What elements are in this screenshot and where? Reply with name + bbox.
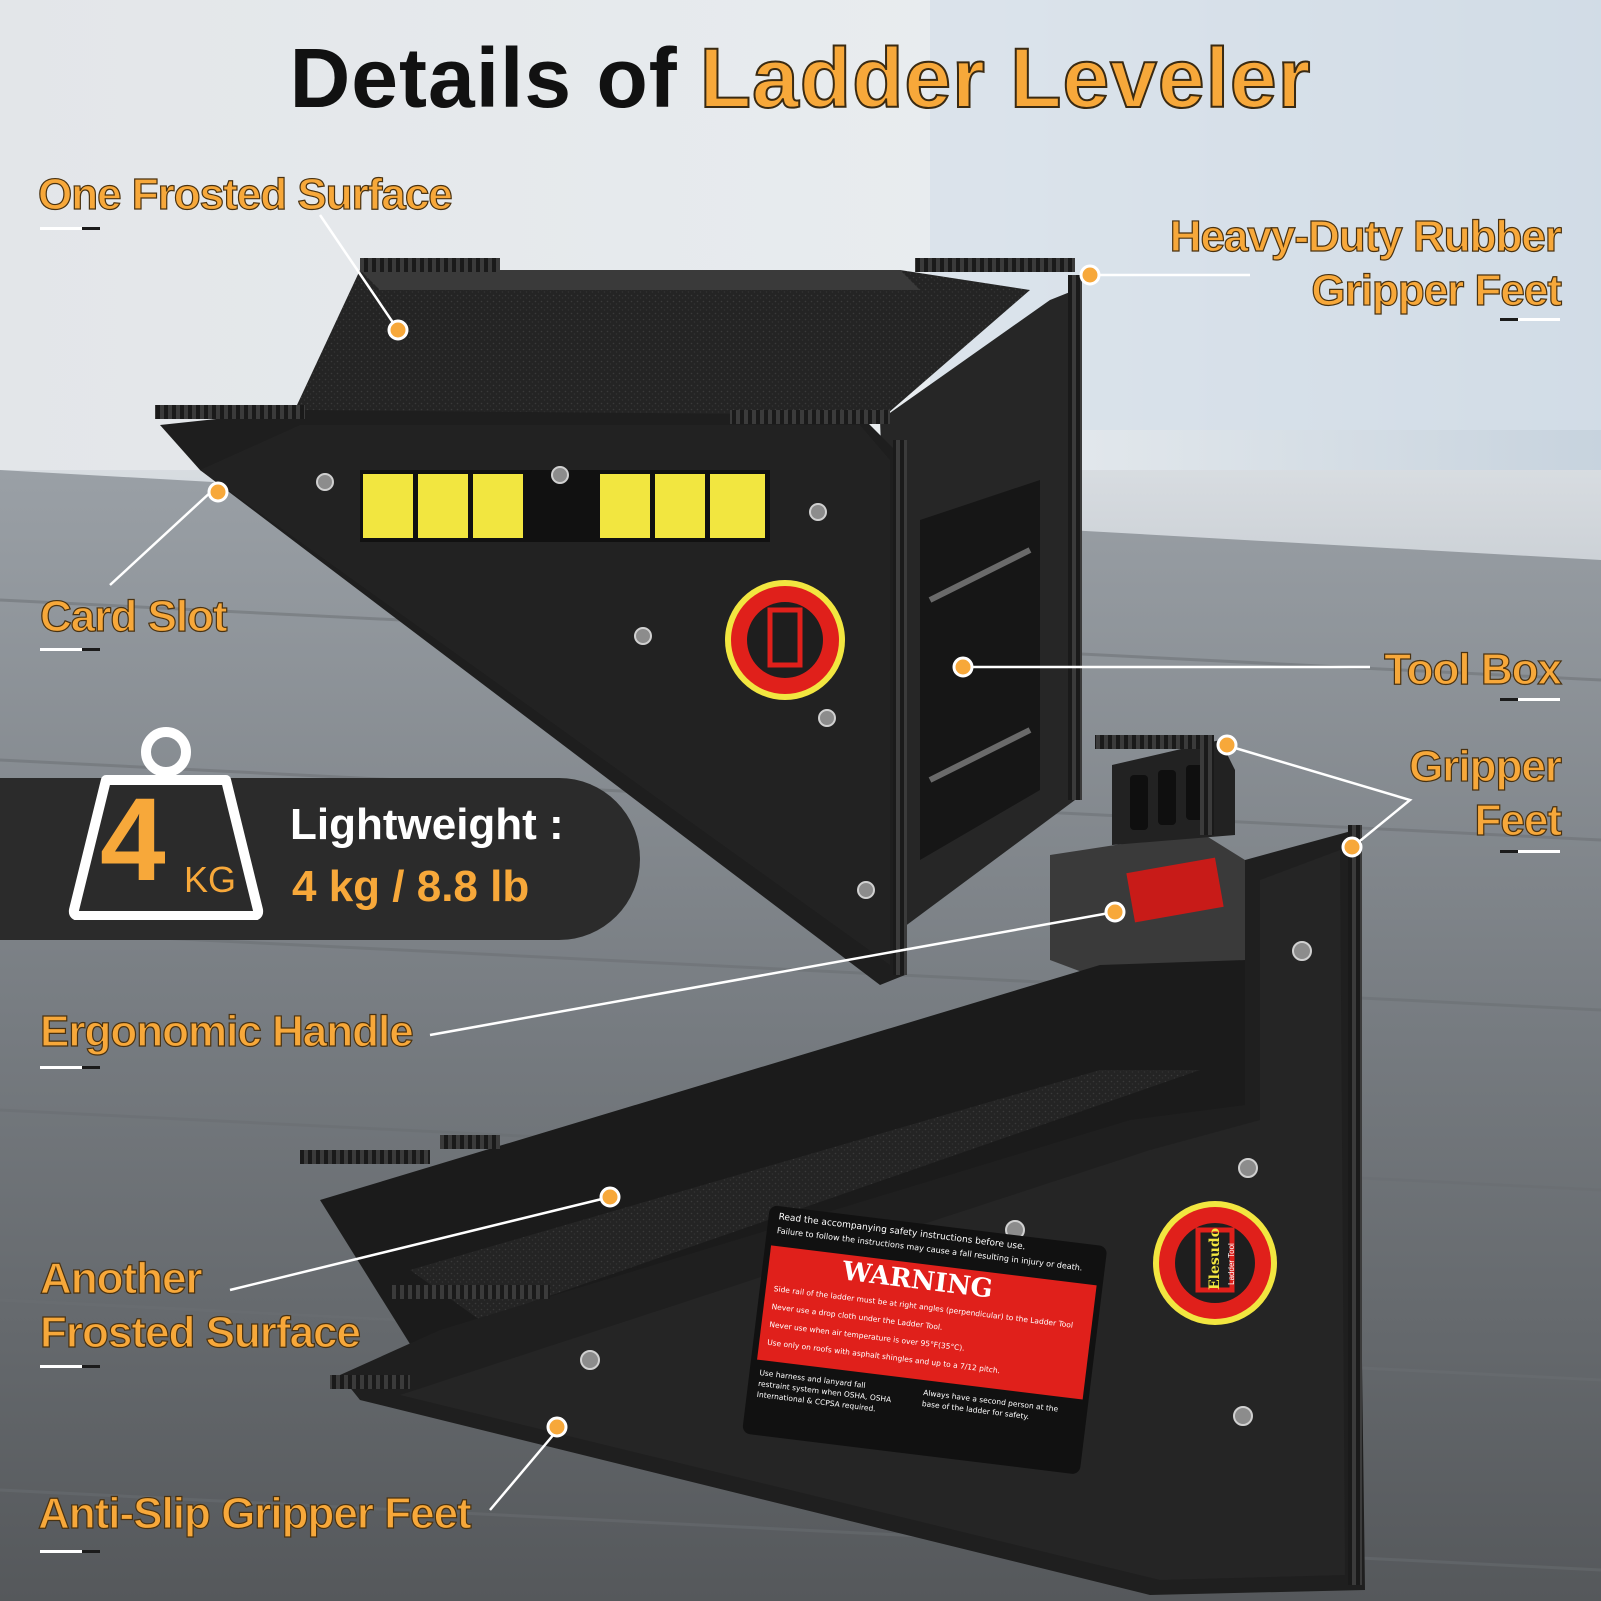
label-frosted-surface: One Frosted Surface [37,169,453,219]
label-anti-slip-gripper-feet: Anti-Slip Gripper Feet [37,1488,472,1538]
weight-icon [68,727,264,920]
title-part-1: Details of [289,31,678,125]
upper-leveler [155,258,1082,985]
label-underline [40,1365,100,1368]
label-gripper-feet: Gripper Feet [1408,741,1562,845]
label-ergonomic-handle: Ergonomic Handle [39,1006,414,1056]
brand-sub: Ladder Tool [1227,1243,1236,1285]
label-underline [1500,850,1560,853]
weight-unit: KG [184,859,237,900]
label-underline [40,227,100,230]
label-underline [1500,318,1560,321]
label-underline [40,1066,100,1069]
weight-heading: Lightweight : [290,800,564,849]
warning-sticker: Read the accompanying safety instruction… [741,1205,1108,1475]
title-part-2: Ladder Leveler [699,30,1312,126]
label-underline [40,1550,100,1553]
brand-logo-sub: Ladder Tool [1221,1224,1239,1304]
weight-number: 4 [100,774,166,906]
label-underline [40,648,100,651]
label-rubber-gripper-feet: Heavy-Duty Rubber Gripper Feet [1169,211,1563,315]
label-card-slot: Card Slot [39,591,228,641]
label-underline [1500,698,1560,701]
label-another-frosted-surface: Another Frosted Surface [39,1253,361,1357]
weight-value: 4 kg / 8.8 lb [292,862,530,911]
label-tool-box: Tool Box [1383,644,1562,694]
